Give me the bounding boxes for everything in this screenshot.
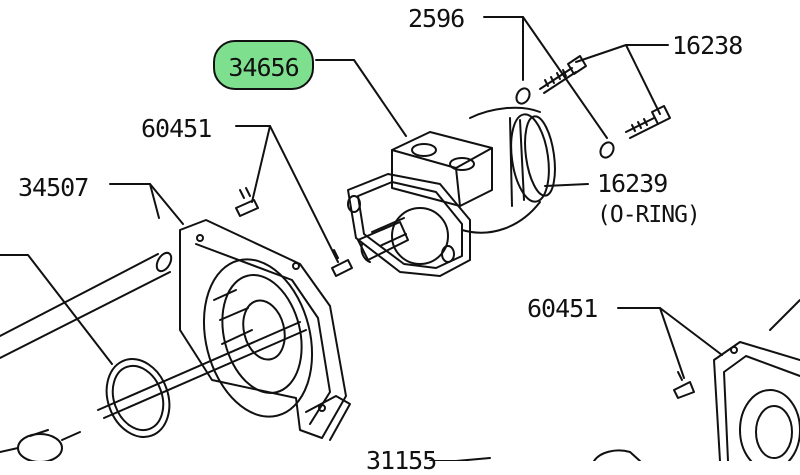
exploded-parts-diagram (0, 16, 800, 461)
callout-2596[interactable]: 2596 (408, 4, 465, 33)
drive-shaft[interactable] (0, 250, 174, 359)
pulley-bottom-left[interactable] (0, 429, 81, 461)
screw-60451-mid[interactable] (331, 249, 353, 277)
housing-right[interactable] (713, 299, 800, 461)
screw-60451-right[interactable] (673, 371, 695, 399)
fitting-bottom[interactable] (593, 449, 641, 461)
callout-34507[interactable]: 34507 (18, 173, 89, 202)
bolt-16238-upper[interactable] (539, 55, 587, 94)
leader-lines (0, 16, 723, 461)
callout-16238[interactable]: 16238 (672, 31, 743, 60)
bolt-16238-lower[interactable] (625, 105, 671, 139)
housing-34507[interactable] (179, 219, 351, 441)
selected-part-callout-34656[interactable]: 34656 (213, 40, 314, 90)
tie-rod[interactable] (97, 321, 307, 419)
washer-2596-upper[interactable] (514, 86, 532, 106)
o-ring-left[interactable] (96, 350, 180, 446)
washer-2596-lower[interactable] (598, 140, 616, 160)
callout-16239-note: (O-RING) (597, 202, 701, 228)
callout-60451-top[interactable]: 60451 (141, 114, 212, 143)
callout-16239[interactable]: 16239 (597, 169, 668, 198)
hydraulic-motor-34656[interactable] (347, 106, 559, 277)
callout-60451-right[interactable]: 60451 (527, 294, 598, 323)
selected-part-number: 34656 (228, 53, 299, 82)
screw-60451-top-left[interactable] (235, 187, 259, 217)
